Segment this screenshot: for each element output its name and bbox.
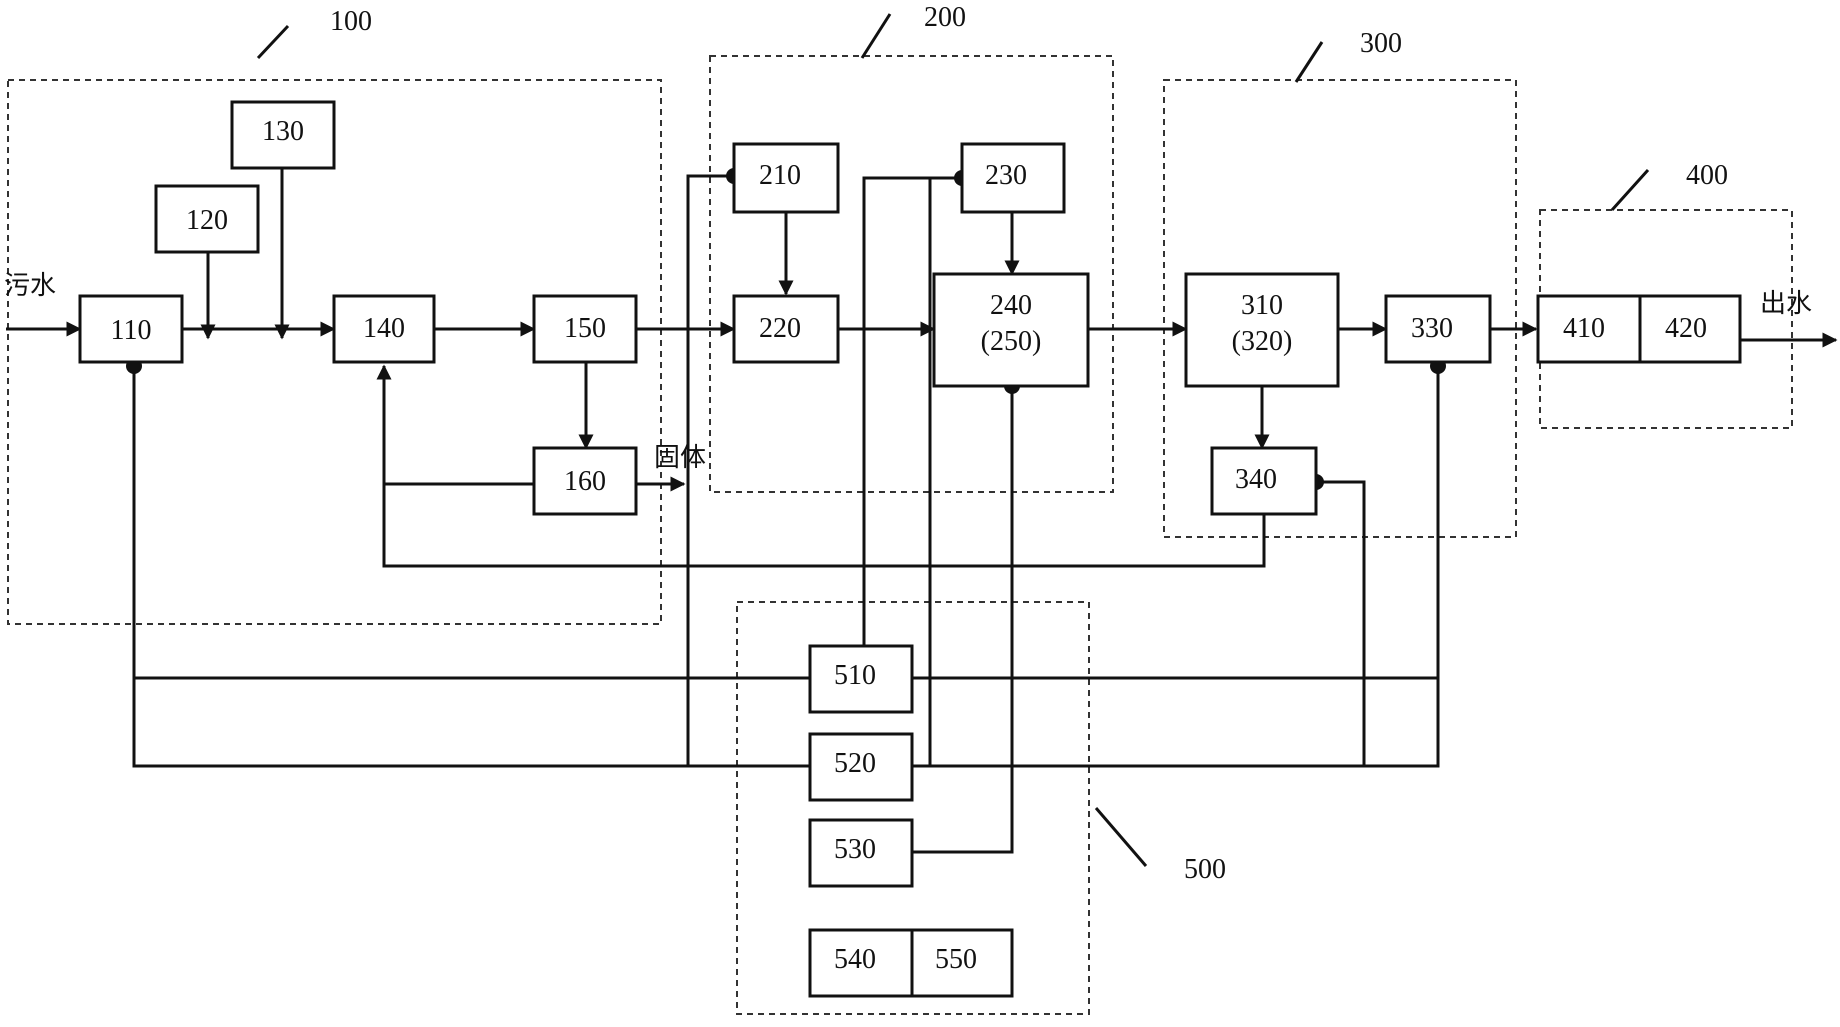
group-500-boundary (736, 601, 1090, 1015)
block-420-label: 420 (1665, 313, 1707, 344)
block-240: 240 (250) (932, 272, 1090, 388)
block-220: 220 (732, 294, 840, 364)
block-530-label: 530 (834, 834, 876, 865)
block-210-label: 210 (759, 160, 801, 191)
block-310-sublabel: (320) (1232, 326, 1293, 357)
ctrl-510-330 (912, 366, 1440, 680)
block-520-label: 520 (834, 748, 876, 779)
block-110: 110 (78, 294, 184, 364)
group-labels: 100 200 300 400 500 (256, 2, 1728, 885)
group-300-boundary (1163, 79, 1517, 538)
block-310-label: 310 (1241, 290, 1283, 321)
block-540-label: 540 (834, 944, 876, 975)
group-boxes (7, 55, 1793, 1015)
flow-160-140-return (376, 364, 534, 486)
block-140: 140 (332, 294, 436, 364)
block-530: 530 (808, 818, 914, 888)
block-120: 120 (154, 184, 260, 254)
ctrl-520-330 (912, 678, 1440, 768)
group-400-label: 400 (1686, 160, 1728, 191)
outlet-label: 出水 (1760, 289, 1812, 319)
block-330: 330 (1384, 294, 1492, 364)
group-500-label: 500 (1184, 854, 1226, 885)
block-210: 210 (732, 142, 840, 214)
block-510: 510 (808, 644, 914, 714)
block-150-label: 150 (564, 313, 606, 344)
group-200-label: 200 (924, 2, 966, 33)
block-160: 160 (532, 446, 638, 516)
block-150: 150 (532, 294, 638, 364)
block-420: 420 (1638, 294, 1742, 364)
block-140-label: 140 (363, 313, 405, 344)
block-240-label: 240 (990, 290, 1032, 321)
block-550: 550 (910, 928, 1014, 998)
block-510-label: 510 (834, 660, 876, 691)
block-130: 130 (230, 100, 336, 170)
block-310: 310 (320) (1184, 272, 1340, 388)
ctrl-240-530 (912, 386, 1014, 854)
ctrl-230-510 (862, 176, 962, 646)
group-100-leader (256, 24, 290, 60)
block-230: 230 (960, 142, 1066, 214)
group-100-boundary (7, 79, 662, 625)
block-230-label: 230 (985, 160, 1027, 191)
block-340-label: 340 (1235, 464, 1277, 495)
flow-340-140-return (382, 484, 1266, 568)
group-400-leader (1610, 168, 1650, 212)
connections (6, 168, 1838, 854)
block-130-label: 130 (262, 116, 304, 147)
block-410: 410 (1536, 294, 1642, 364)
block-340: 340 (1210, 446, 1318, 516)
group-300-label: 300 (1360, 28, 1402, 59)
inlet-label: 污水 (4, 271, 56, 301)
block-410-label: 410 (1563, 313, 1605, 344)
block-520: 520 (808, 732, 914, 802)
block-540: 540 (808, 928, 914, 998)
block-220-label: 220 (759, 313, 801, 344)
solid-label: 固体 (654, 443, 706, 473)
flow-labels: 污水 固体 出水 (4, 271, 1812, 473)
ctrl-340-520 (1316, 480, 1366, 766)
block-330-label: 330 (1411, 313, 1453, 344)
blocks: 110 120 130 140 150 160 210 220 (78, 100, 1742, 998)
group-300-leader (1294, 41, 1324, 83)
block-240-sublabel: (250) (981, 326, 1042, 357)
ctrl-110-520 (132, 678, 810, 768)
block-160-label: 160 (564, 466, 606, 497)
group-200-boundary (709, 55, 1114, 493)
ctrl-210-520 (686, 174, 734, 766)
group-100-label: 100 (330, 6, 372, 37)
block-550-label: 550 (935, 944, 977, 975)
block-110-label: 110 (111, 315, 152, 346)
group-500-leader (1094, 807, 1148, 867)
block-120-label: 120 (186, 205, 228, 236)
group-200-leader (860, 13, 892, 59)
ctrl-110-510 (132, 366, 810, 680)
